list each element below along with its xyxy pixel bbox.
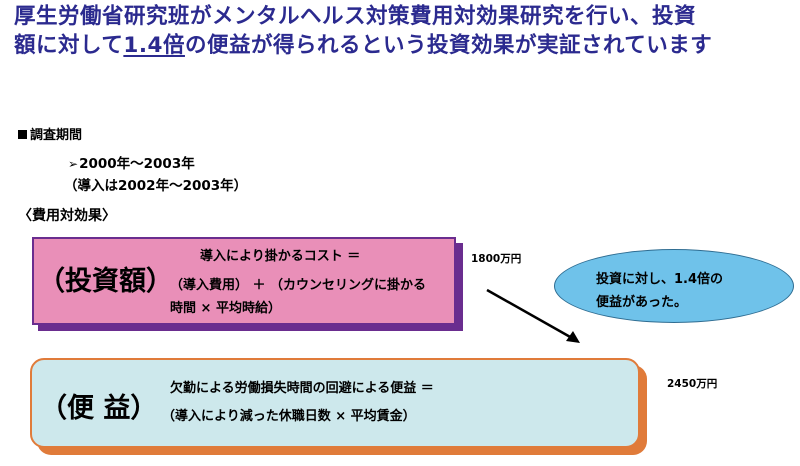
title-line-2-start: 額に対して (14, 33, 124, 58)
investment-line-3: 時間 × 平均時給） (170, 301, 281, 316)
benefit-label: （便 益） (40, 393, 158, 424)
survey-period-range-text: 2000年～2003年 (79, 156, 195, 172)
benefit-line-1: 欠勤による労働損失時間の回避による便益 ＝ (170, 381, 434, 396)
title-line-2-end: の便益が得られるという投資効果が実証されています (184, 33, 713, 58)
benefit-amount: 2450万円 (667, 378, 718, 390)
title-line-2: 額に対して1.4倍の便益が得られるという投資効果が実証されています (14, 31, 794, 60)
survey-period-note: （導入は2002年～2003年） (64, 178, 248, 194)
investment-amount: 1800万円 (471, 253, 522, 265)
survey-period-range: ➢2000年～2003年 (68, 152, 195, 172)
square-bullet-icon (18, 130, 27, 139)
title-highlight-ratio: 1.4倍 (123, 33, 185, 58)
page-title: 厚生労働省研究班がメンタルヘルス対策費用対効果研究を行い、投資 額に対して1.4… (14, 2, 794, 60)
investment-line-1: 導入により掛かるコスト ＝ (200, 249, 361, 264)
arrowhead-bullet-icon: ➢ (68, 157, 79, 171)
result-callout-line-2: 便益があった。 (596, 295, 688, 310)
survey-period-label: 調査期間 (30, 128, 83, 143)
title-line-1: 厚生労働省研究班がメンタルヘルス対策費用対効果研究を行い、投資 (14, 4, 697, 29)
benefit-line-2: （導入により減った休職日数 × 平均賃金） (162, 409, 416, 424)
investment-label: （投資額） (38, 266, 173, 297)
survey-period-heading: 調査期間 (18, 124, 82, 143)
growth-arrow-head (566, 331, 580, 343)
result-callout-line-1: 投資に対し、1.4倍の (596, 272, 724, 287)
benefit-box: （便 益） 欠勤による労働損失時間の回避による便益 ＝ （導入により減った休職日… (30, 358, 640, 448)
investment-box: （投資額） 導入により掛かるコスト ＝ （導入費用） ＋ （カウンセリングに掛か… (32, 237, 456, 325)
result-callout-ellipse (554, 249, 794, 323)
growth-arrow-line (486, 288, 573, 340)
investment-line-2: （導入費用） ＋ （カウンセリングに掛かる (170, 278, 427, 293)
cost-effect-heading: 〈費用対効果〉 (18, 208, 116, 224)
